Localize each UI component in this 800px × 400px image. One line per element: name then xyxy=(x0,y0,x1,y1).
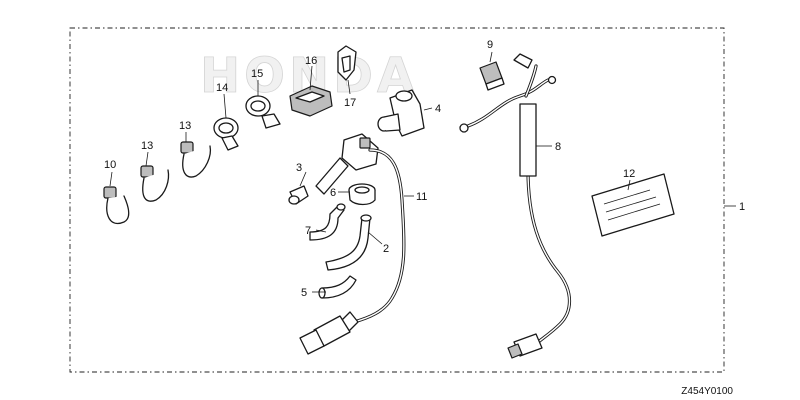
callout-10: 10 xyxy=(104,159,116,171)
diagram-code: Z454Y0100 xyxy=(681,386,733,397)
callout-8: 8 xyxy=(555,141,561,153)
wire-holder[interactable] xyxy=(289,85,333,117)
harness-clip[interactable] xyxy=(337,45,357,81)
main-harness[interactable] xyxy=(459,53,572,359)
callout-5: 5 xyxy=(301,287,307,299)
cable-tie-medium[interactable] xyxy=(140,165,170,202)
sensor-harness[interactable] xyxy=(299,148,406,355)
callout-13: 13 xyxy=(179,120,191,132)
callout-2: 2 xyxy=(383,243,389,255)
callout-16: 16 xyxy=(305,55,317,67)
hose-7[interactable] xyxy=(309,203,346,241)
callout-3: 3 xyxy=(296,162,302,174)
callout-7: 7 xyxy=(305,225,311,237)
callout-12: 12 xyxy=(623,168,635,180)
callout-14: 14 xyxy=(216,82,228,94)
callout-15: 15 xyxy=(251,68,263,80)
callout-4: 4 xyxy=(435,103,441,115)
sensor-valve[interactable] xyxy=(315,133,379,195)
hose-clamp-14[interactable] xyxy=(213,117,239,151)
t-joint[interactable] xyxy=(377,89,425,137)
kit-frame xyxy=(69,27,725,373)
hose-clamp-15[interactable] xyxy=(245,95,281,129)
callouts: 1 2 3 4 5 6 7 8 9 10 13 11 12 13 14 15 1… xyxy=(104,39,745,299)
fuse-cap[interactable] xyxy=(479,61,505,91)
callout-11b: 11 xyxy=(416,191,427,203)
callout-6: 6 xyxy=(330,187,336,199)
callout-9: 9 xyxy=(487,39,493,51)
hose-2[interactable] xyxy=(325,214,372,271)
grommet[interactable] xyxy=(348,183,376,206)
cable-tie-short[interactable] xyxy=(180,141,212,178)
callout-17: 17 xyxy=(344,97,356,109)
callout-1: 1 xyxy=(739,201,745,213)
warning-label[interactable] xyxy=(591,173,675,237)
leader-lines xyxy=(109,51,736,293)
cable-tie-long[interactable] xyxy=(103,186,130,225)
callout-11: 13 xyxy=(141,140,153,152)
hose-5[interactable] xyxy=(318,275,357,299)
rubber-sleeve[interactable] xyxy=(288,185,309,205)
